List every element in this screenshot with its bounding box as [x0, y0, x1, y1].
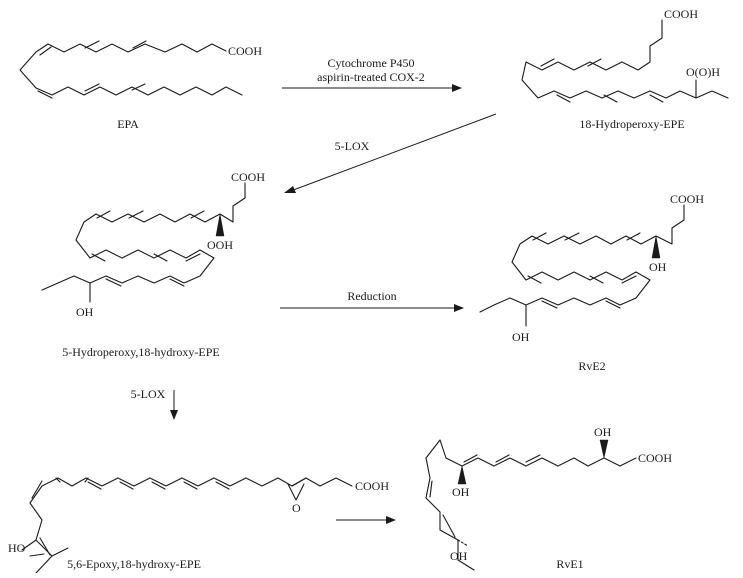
- rve2-cooh-label: COOH: [670, 192, 704, 206]
- epoxy-name: 5,6-Epoxy,18-hydroxy-EPE: [67, 557, 201, 571]
- structure-rve2: COOH OH OH RvE2: [479, 192, 704, 373]
- epa-cooh-label: COOH: [228, 44, 262, 58]
- arrow-hpepe-to-5-hydroperoxy: 5-LOX: [284, 113, 497, 193]
- structure-18-hydroperoxy-epe: COOH O(O)H 18-Hydroperoxy-EPE: [521, 7, 729, 131]
- arrow-epa-to-hpepe: Cytochrome P450 aspirin-treated COX-2: [282, 56, 462, 92]
- epoxy-cooh-label: COOH: [355, 479, 389, 493]
- arrow1-label-line1: Cytochrome P450: [328, 56, 415, 70]
- epoxy-ho-label: HO: [8, 541, 26, 555]
- rve2-oh5-label: OH: [649, 260, 667, 274]
- arrow3-label: Reduction: [347, 289, 396, 303]
- epa-name: EPA: [117, 117, 139, 131]
- structure-5-hydroperoxy-18-hydroxy-epe: COOH OOH OH 5-Hydroperoxy,18-hydroxy-EPE: [41, 170, 265, 359]
- arrow2-label: 5-LOX: [335, 139, 370, 153]
- rve1-cooh-label: COOH: [638, 451, 672, 465]
- arrow-5-lox-down: 5-LOX: [131, 387, 178, 420]
- hp5-ooh-label: OOH: [207, 238, 233, 252]
- structure-5-6-epoxy-18-hydroxy-epe: COOH O HO 5,6-Epoxy,18-hydroxy-EPE: [8, 477, 389, 574]
- hp5-cooh-label: COOH: [231, 170, 265, 184]
- arrow-epoxy-to-rve1: [336, 516, 396, 524]
- rve1-oh18-label: OH: [450, 549, 468, 563]
- structure-rve1: COOH OH OH OH RvE1: [425, 425, 672, 571]
- rve1-oh12-label: OH: [452, 485, 470, 499]
- structure-epa: COOH EPA: [19, 40, 262, 131]
- rve2-name: RvE2: [578, 359, 605, 373]
- hpepe-oooh-label: O(O)H: [686, 65, 720, 79]
- rve2-oh18-label: OH: [512, 330, 530, 344]
- arrow-reduction: Reduction: [280, 289, 464, 312]
- epoxy-o-label: O: [292, 501, 301, 515]
- hpepe-cooh-label: COOH: [664, 7, 698, 21]
- arrow4-label: 5-LOX: [131, 387, 166, 401]
- hp5-oh-label: OH: [76, 305, 94, 319]
- rve1-name: RvE1: [556, 557, 583, 571]
- arrow1-label-line2: aspirin-treated COX-2: [317, 70, 425, 84]
- hp5-name: 5-Hydroperoxy,18-hydroxy-EPE: [62, 345, 220, 359]
- rve1-oh5-label: OH: [594, 425, 612, 439]
- hpepe-name: 18-Hydroperoxy-EPE: [579, 117, 684, 131]
